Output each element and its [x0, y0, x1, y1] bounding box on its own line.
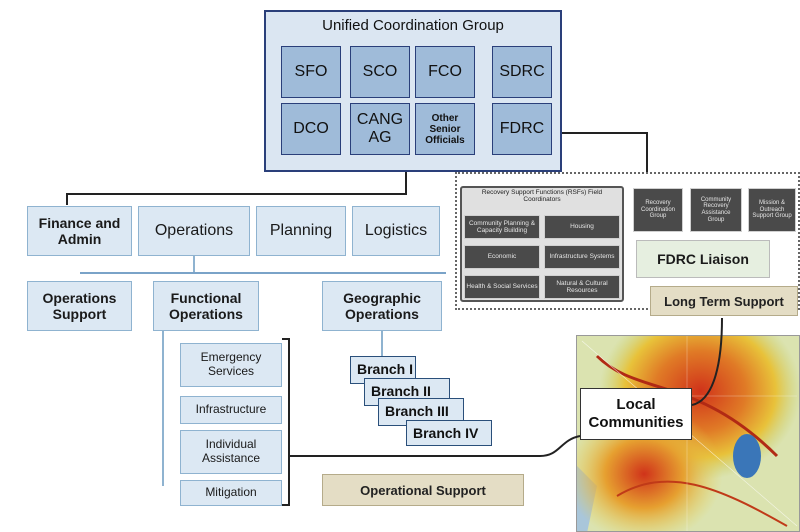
fdrc-community-recovery-group: Community Recovery Assistance Group: [690, 188, 742, 232]
fdrc-liaison-label: FDRC Liaison: [657, 251, 749, 267]
ucg-fdrc: FDRC: [492, 103, 552, 155]
functional-item-mitigation: Mitigation: [180, 480, 282, 506]
rsf-community-planning: Community Planning & Capacity Building: [464, 215, 540, 239]
local-communities-box: Local Communities: [580, 388, 692, 440]
ucg-cang-ag: CANG AG: [350, 103, 410, 155]
rsf-health-social: Health & Social Services: [464, 275, 540, 299]
functional-bracket-top: [282, 338, 290, 340]
connector-ucg-left-down: [66, 193, 68, 205]
fdrc-recovery-coordination-group: Recovery Coordination Group: [633, 188, 683, 232]
branch-3: Branch III: [378, 398, 464, 426]
functional-item-infrastructure: Infrastructure: [180, 396, 282, 424]
geographic-operations-box: Geographic Operations: [322, 281, 442, 331]
fdrc-dashed-frame: [455, 172, 800, 310]
rsf-economic: Economic: [464, 245, 540, 269]
functional-operations-box: Functional Operations: [153, 281, 259, 331]
ucg-other-senior-officials: Other Senior Officials: [415, 103, 475, 155]
operations-box: Operations: [138, 206, 250, 256]
branch-4: Branch IV: [406, 420, 492, 446]
ucg-dco: DCO: [281, 103, 341, 155]
functional-bracket-vertical: [288, 338, 290, 506]
functional-bracket-bottom: [282, 504, 290, 506]
rsf-natural-cultural: Natural & Cultural Resources: [544, 275, 620, 299]
finance-and-admin-box: Finance and Admin: [27, 206, 132, 256]
connector-ucg-horizontal: [66, 193, 407, 195]
functional-item-individual-assistance: Individual Assistance: [180, 430, 282, 474]
ucg-sco: SCO: [350, 46, 410, 98]
ucg-title: Unified Coordination Group: [322, 17, 504, 34]
ucg-sfo: SFO: [281, 46, 341, 98]
rsf-housing: Housing: [544, 215, 620, 239]
functional-item-emergency-services: Emergency Services: [180, 343, 282, 387]
fdrc-mission-outreach-group: Mission & Outreach Support Group: [748, 188, 796, 232]
connector-ucg-down: [405, 172, 407, 194]
ucg-fco: FCO: [415, 46, 475, 98]
logistics-box: Logistics: [352, 206, 440, 256]
connector-functional-to-local: [290, 455, 540, 457]
operations-support-box: Operations Support: [27, 281, 132, 331]
connector-fdrc-right: [562, 132, 648, 134]
local-communities-label: Local Communities: [588, 396, 684, 431]
rsf-title: Recovery Support Functions (RSFs) Field …: [481, 189, 603, 204]
functional-operations-line: [162, 331, 164, 486]
geographic-operations-line: [381, 331, 383, 359]
operational-support-box: Operational Support: [322, 474, 524, 506]
rsf-infrastructure-systems: Infrastructure Systems: [544, 245, 620, 269]
ucg-sdrc: SDRC: [492, 46, 552, 98]
fdrc-liaison-box: FDRC Liaison: [636, 240, 770, 278]
operations-branch-line: [80, 272, 446, 274]
connector-fdrc-down: [646, 132, 648, 172]
operations-connector: [193, 256, 195, 272]
long-term-support-box: Long Term Support: [650, 286, 798, 316]
planning-box: Planning: [256, 206, 346, 256]
